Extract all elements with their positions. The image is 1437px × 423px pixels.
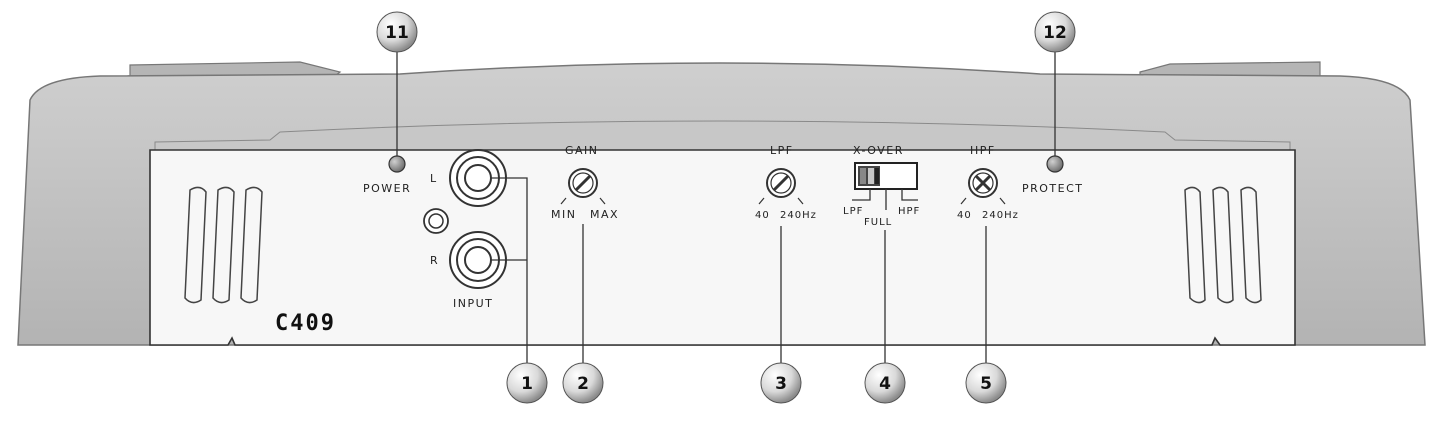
xover-position-marks <box>852 189 918 210</box>
gain-max-label: MAX <box>590 208 619 221</box>
callout-5-number: 5 <box>980 374 992 394</box>
protect-led <box>1046 155 1064 173</box>
model-label: C409 <box>275 311 336 336</box>
callout-4-number: 4 <box>879 374 891 394</box>
callout-2: 2 <box>562 362 604 404</box>
callout-1-leader <box>491 177 528 370</box>
casing-top-recess <box>154 120 1291 151</box>
xover-slide-switch[interactable] <box>854 162 918 190</box>
lpf-min-label: 40 <box>755 210 770 221</box>
right-vent-slots <box>1184 186 1262 304</box>
xover-full-label: FULL <box>864 217 892 228</box>
lpf-max-label: 240Hz <box>780 210 817 221</box>
xover-title: X-OVER <box>853 144 904 157</box>
hpf-title: HPF <box>970 144 996 157</box>
power-led <box>388 155 406 173</box>
hpf-knob[interactable] <box>960 168 1006 205</box>
callout-3-number: 3 <box>775 374 787 394</box>
callout-11: 11 <box>376 11 418 53</box>
callout-3: 3 <box>760 362 802 404</box>
hpf-min-label: 40 <box>957 210 972 221</box>
callout-12-number: 12 <box>1043 23 1067 43</box>
xover-hpf-label: HPF <box>898 206 920 217</box>
rca-input-left-jack[interactable] <box>449 149 507 207</box>
gain-min-label: MIN <box>551 208 576 221</box>
input-label: INPUT <box>453 297 493 310</box>
input-right-label: R <box>430 254 439 267</box>
callout-5: 5 <box>965 362 1007 404</box>
callout-11-number: 11 <box>385 23 409 43</box>
gain-knob[interactable] <box>560 168 606 205</box>
protect-label: PROTECT <box>1022 182 1084 195</box>
input-left-label: L <box>430 172 438 185</box>
callout-2-number: 2 <box>577 374 589 394</box>
left-vent-slots <box>184 186 263 304</box>
callout-4: 4 <box>864 362 906 404</box>
power-label: POWER <box>363 182 411 195</box>
lpf-knob[interactable] <box>758 168 804 205</box>
callout-1: 1 <box>506 362 548 404</box>
callout-12: 12 <box>1034 11 1076 53</box>
lpf-title: LPF <box>770 144 794 157</box>
gain-title: GAIN <box>565 144 599 157</box>
front-faceplate <box>149 149 1296 346</box>
callout-1-number: 1 <box>521 374 533 394</box>
ground-post <box>423 208 449 234</box>
xover-lpf-label: LPF <box>843 206 863 217</box>
hpf-max-label: 240Hz <box>982 210 1019 221</box>
